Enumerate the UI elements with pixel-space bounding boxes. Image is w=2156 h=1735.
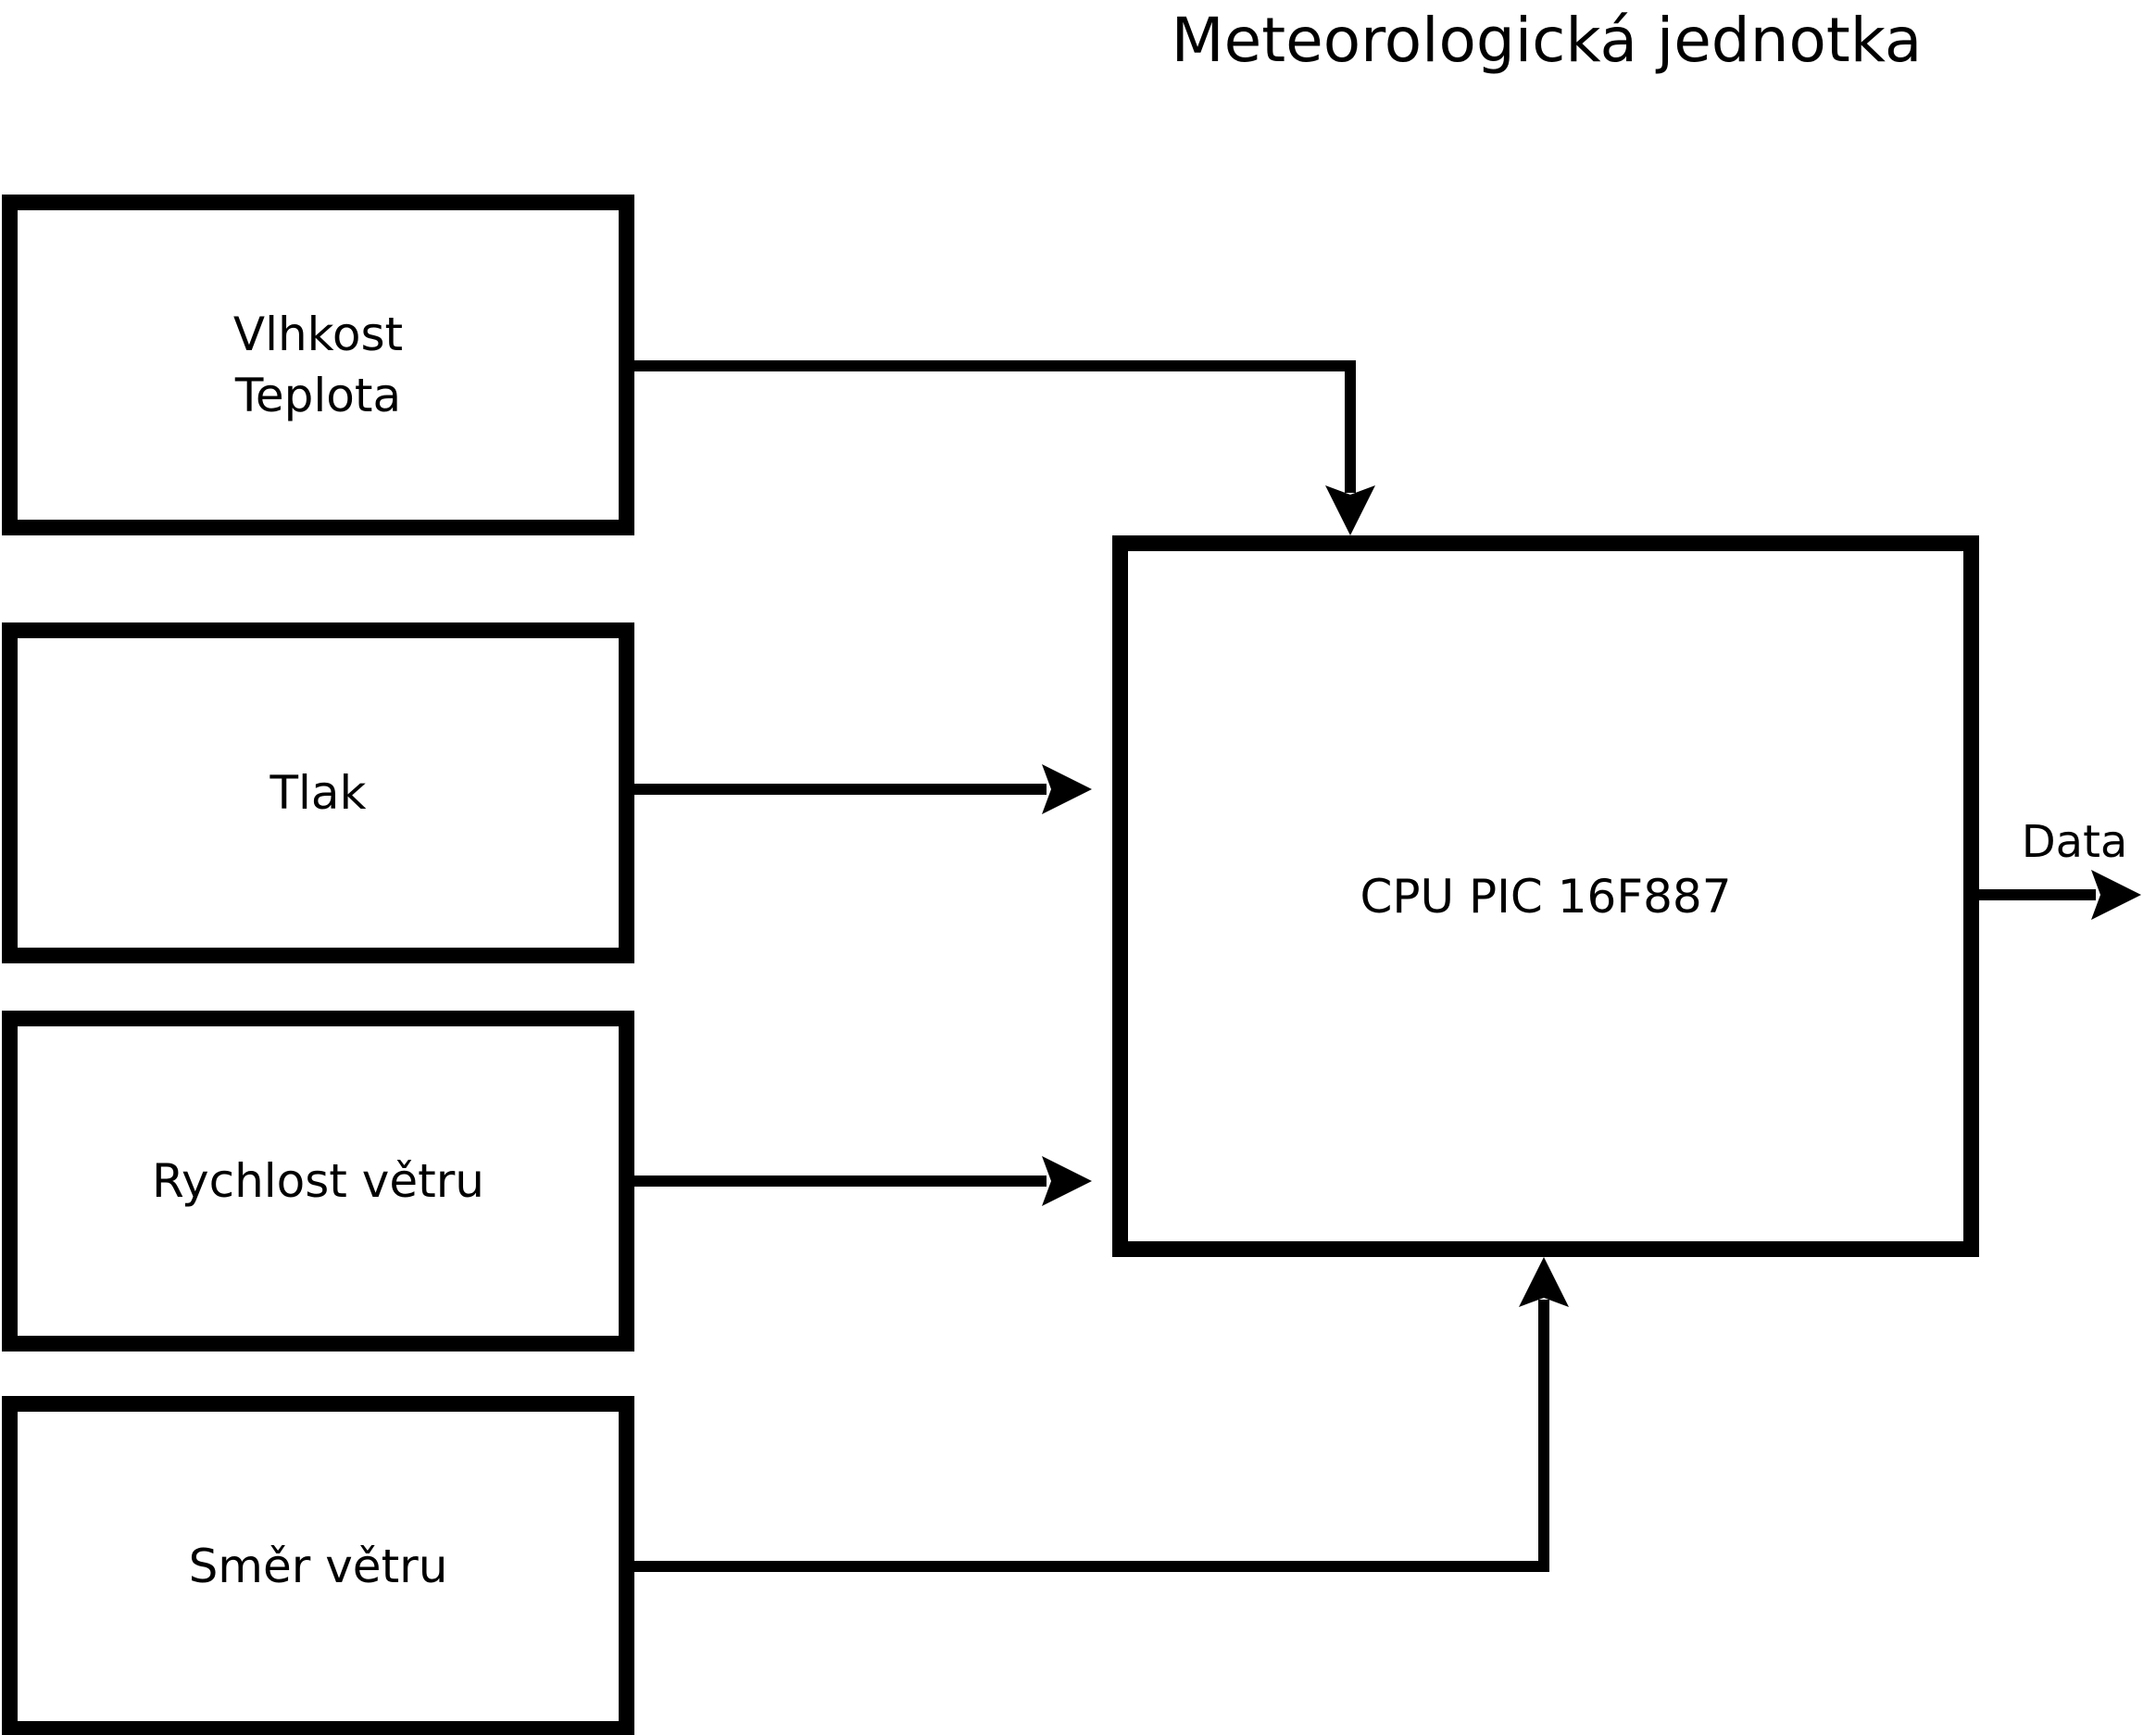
sensor-label-wind-speed: Rychlost větru — [151, 1154, 484, 1208]
sensor-label-pressure: Tlak — [270, 766, 367, 820]
cpu-label: CPU PIC 16F887 — [1360, 869, 1732, 924]
sensor-box-wind-speed: Rychlost větru — [2, 1011, 634, 1352]
arrow-wind-direction-to-cpu — [634, 1257, 1569, 1572]
sensor-label-wind-direction: Směr větru — [188, 1540, 448, 1593]
sensor-box-humidity-temperature: Vlhkost Teplota — [2, 195, 634, 535]
arrow-pressure-to-cpu — [634, 764, 1092, 814]
arrow-cpu-to-data — [1977, 870, 2141, 920]
arrow-wind-speed-to-cpu — [634, 1156, 1092, 1206]
diagram-title: Meteorologická jednotka — [1171, 5, 1923, 76]
arrow-humidity-temperature-to-cpu — [634, 360, 1375, 535]
cpu-box: CPU PIC 16F887 — [1112, 535, 1979, 1257]
sensor-label-temperature: Teplota — [234, 369, 402, 422]
sensor-box-pressure: Tlak — [2, 622, 634, 963]
sensor-box-wind-direction: Směr větru — [2, 1396, 634, 1735]
sensor-label-humidity: Vlhkost — [232, 308, 404, 361]
data-output-label: Data — [2021, 816, 2128, 868]
